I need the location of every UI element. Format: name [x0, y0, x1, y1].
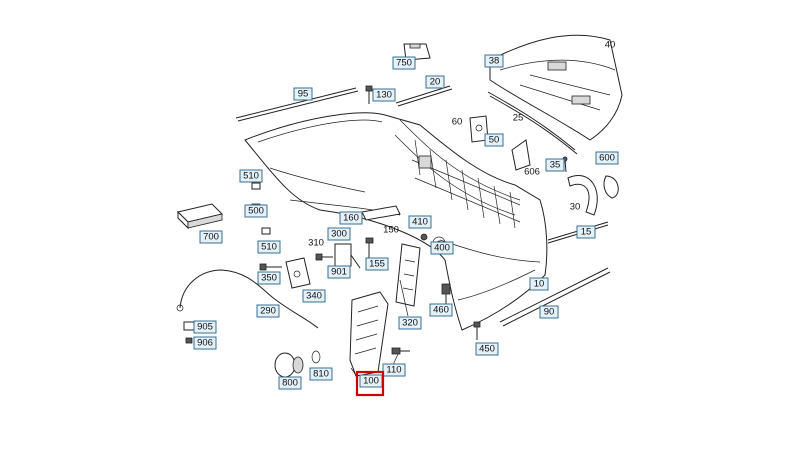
callout-160[interactable]: 160: [339, 211, 363, 225]
parts-800-810-drawing: [274, 350, 321, 378]
fasteners-drawing: [391, 283, 481, 355]
plain-label-40: 40: [605, 40, 616, 51]
bracket-320-drawing: [395, 243, 421, 307]
trim-strips-drawing: [235, 85, 611, 327]
callout-10[interactable]: 10: [529, 277, 549, 291]
bolt-310-drawing: [315, 253, 333, 261]
callout-110[interactable]: 110: [382, 363, 406, 377]
plain-label-606: 606: [524, 167, 540, 178]
callout-750[interactable]: 750: [392, 56, 416, 70]
callout-320[interactable]: 320: [398, 316, 422, 330]
callout-400[interactable]: 400: [430, 241, 454, 255]
plain-label-150: 150: [383, 225, 399, 236]
callout-38[interactable]: 38: [484, 54, 504, 68]
part-750-drawing: [403, 43, 431, 61]
module-700-drawing: [177, 203, 223, 230]
plain-label-layer: 40 60 25 606 30 150 310: [308, 40, 615, 249]
callout-50[interactable]: 50: [484, 133, 504, 147]
callout-700[interactable]: 700: [199, 230, 223, 244]
callout-95[interactable]: 95: [293, 87, 313, 101]
plain-label-30: 30: [570, 202, 581, 213]
callout-810[interactable]: 810: [309, 367, 333, 381]
callout-410[interactable]: 410: [408, 215, 432, 229]
plain-label-60: 60: [452, 117, 463, 128]
diffuser-drawing: [489, 34, 623, 141]
bracket-160-drawing: [361, 205, 401, 221]
callout-500[interactable]: 500: [244, 204, 268, 218]
callout-450[interactable]: 450: [475, 342, 499, 356]
plain-label-310: 310: [308, 238, 324, 249]
plain-label-25: 25: [513, 113, 524, 124]
bracket-100-drawing: [349, 291, 389, 377]
bracket-340-drawing: [259, 257, 311, 289]
callout-340[interactable]: 340: [302, 289, 326, 303]
selected-callout-highlight: [355, 370, 385, 397]
callout-510-bottom[interactable]: 510: [257, 240, 281, 254]
callout-600[interactable]: 600: [595, 151, 619, 165]
callout-905[interactable]: 905: [193, 320, 217, 334]
drawing-layer: [176, 34, 623, 379]
sensor-300-drawing: [334, 243, 361, 269]
callout-130[interactable]: 130: [372, 88, 396, 102]
callout-800[interactable]: 800: [278, 376, 302, 390]
callout-90[interactable]: 90: [539, 305, 559, 319]
callout-901[interactable]: 901: [327, 265, 351, 279]
callout-100[interactable]: 100: [359, 374, 383, 388]
callout-460[interactable]: 460: [429, 303, 453, 317]
bolt-130-drawing: [365, 85, 373, 104]
callout-350[interactable]: 350: [257, 271, 281, 285]
part-30-drawing: [567, 175, 619, 216]
callout-300[interactable]: 300: [327, 227, 351, 241]
bracket-25-drawing: [511, 139, 531, 171]
callout-35[interactable]: 35: [545, 158, 565, 172]
callout-15[interactable]: 15: [576, 225, 596, 239]
screw-155-drawing: [365, 237, 374, 258]
callout-510-top[interactable]: 510: [239, 169, 263, 183]
callout-155[interactable]: 155: [365, 257, 389, 271]
callout-20[interactable]: 20: [425, 75, 445, 89]
callout-290[interactable]: 290: [256, 304, 280, 318]
callout-906[interactable]: 906: [193, 336, 217, 350]
harness-290-drawing: [176, 269, 319, 329]
parts-905-906-drawing: [183, 321, 195, 344]
